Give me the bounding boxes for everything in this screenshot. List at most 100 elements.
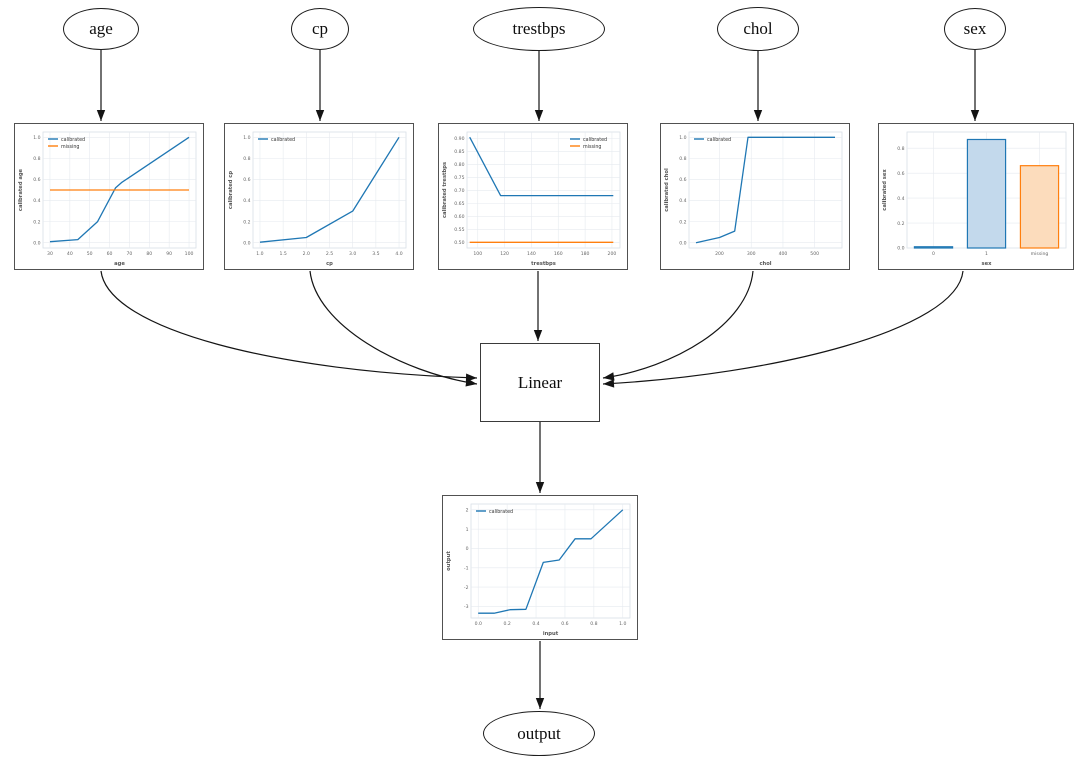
x-axis-label: cp — [326, 261, 333, 267]
svg-text:1.0: 1.0 — [256, 251, 263, 257]
svg-text:2.0: 2.0 — [303, 251, 310, 257]
svg-text:0.4: 0.4 — [897, 196, 904, 202]
node-chol: chol — [717, 7, 799, 51]
node-age: age — [63, 8, 139, 50]
svg-text:0.0: 0.0 — [897, 246, 904, 252]
svg-text:0.8: 0.8 — [897, 146, 904, 152]
legend: calibrated — [258, 137, 295, 143]
node-sex-label: sex — [963, 19, 987, 38]
node-trestbps-label: trestbps — [512, 19, 566, 38]
svg-text:0.6: 0.6 — [243, 177, 250, 183]
svg-text:180: 180 — [581, 251, 590, 257]
node-linear-label: Linear — [517, 372, 563, 392]
edge-age-to-linear — [100, 270, 478, 382]
svg-text:400: 400 — [779, 251, 788, 257]
gridlines — [253, 132, 406, 248]
x-axis-label: chol — [759, 261, 771, 267]
svg-text:1: 1 — [466, 527, 469, 533]
svg-text:0.60: 0.60 — [454, 214, 464, 220]
bar-missing — [1019, 165, 1060, 249]
svg-text:0.80: 0.80 — [454, 162, 464, 168]
legend-label: missing — [61, 144, 79, 150]
svg-text:140: 140 — [527, 251, 536, 257]
svg-text:0.6: 0.6 — [897, 171, 904, 177]
svg-text:0.0: 0.0 — [243, 240, 250, 246]
svg-text:1: 1 — [985, 251, 988, 257]
y-axis-label: calibrated chol — [664, 168, 670, 212]
legend-label: missing — [583, 144, 601, 150]
svg-text:0.4: 0.4 — [532, 621, 539, 627]
svg-text:missing: missing — [1031, 251, 1049, 257]
svg-text:0.2: 0.2 — [679, 219, 686, 225]
svg-text:80: 80 — [146, 251, 152, 257]
svg-text:0.8: 0.8 — [590, 621, 597, 627]
y-axis-label: calibrated sex — [882, 169, 888, 211]
svg-text:200: 200 — [608, 251, 617, 257]
svg-text:100: 100 — [473, 251, 482, 257]
svg-text:1.0: 1.0 — [243, 135, 250, 141]
svg-text:300: 300 — [747, 251, 756, 257]
svg-text:0.8: 0.8 — [243, 156, 250, 162]
svg-text:0.2: 0.2 — [243, 219, 250, 225]
svg-text:0: 0 — [466, 546, 469, 552]
svg-text:-1: -1 — [464, 565, 469, 571]
svg-text:2.5: 2.5 — [326, 251, 333, 257]
svg-text:0.4: 0.4 — [243, 198, 250, 204]
svg-text:1.5: 1.5 — [279, 251, 286, 257]
svg-text:0.2: 0.2 — [503, 621, 510, 627]
svg-text:0.6: 0.6 — [33, 177, 40, 183]
y-axis-label: calibrated cp — [228, 171, 234, 209]
node-age-label: age — [89, 19, 113, 38]
svg-text:500: 500 — [810, 251, 819, 257]
edge-sex-to-linear — [602, 270, 964, 388]
svg-text:0.0: 0.0 — [679, 240, 686, 246]
svg-text:0.85: 0.85 — [454, 149, 464, 155]
series-calibrated — [695, 136, 835, 244]
legend-label: calibrated — [707, 137, 731, 143]
node-output-label: output — [517, 723, 561, 743]
legend-label: calibrated — [583, 137, 607, 143]
svg-text:0.65: 0.65 — [454, 201, 464, 207]
series-calibrated — [49, 136, 190, 243]
svg-text:0.50: 0.50 — [454, 240, 464, 246]
svg-text:0.8: 0.8 — [679, 156, 686, 162]
svg-text:0.4: 0.4 — [33, 198, 40, 204]
edge-cp-to-linear — [309, 270, 478, 387]
svg-text:0.4: 0.4 — [679, 198, 686, 204]
y-axis-label: calibrated trestbps — [442, 162, 448, 218]
svg-text:3.5: 3.5 — [372, 251, 379, 257]
svg-text:4.0: 4.0 — [395, 251, 402, 257]
svg-text:0.6: 0.6 — [679, 177, 686, 183]
svg-text:40: 40 — [67, 251, 73, 257]
svg-text:0.0: 0.0 — [33, 240, 40, 246]
svg-text:0.2: 0.2 — [897, 221, 904, 227]
node-sex: sex — [944, 8, 1006, 50]
svg-text:0.90: 0.90 — [454, 136, 464, 142]
svg-text:-2: -2 — [464, 585, 469, 591]
series-calibrated — [478, 509, 624, 614]
edge-chol-to-linear — [602, 270, 754, 381]
svg-text:120: 120 — [500, 251, 509, 257]
svg-text:0.70: 0.70 — [454, 188, 464, 194]
node-cp: cp — [291, 8, 349, 50]
svg-text:50: 50 — [87, 251, 93, 257]
svg-text:1.0: 1.0 — [619, 621, 626, 627]
svg-text:0.2: 0.2 — [33, 219, 40, 225]
series-calibrated — [259, 136, 400, 243]
bar-0 — [913, 246, 954, 249]
